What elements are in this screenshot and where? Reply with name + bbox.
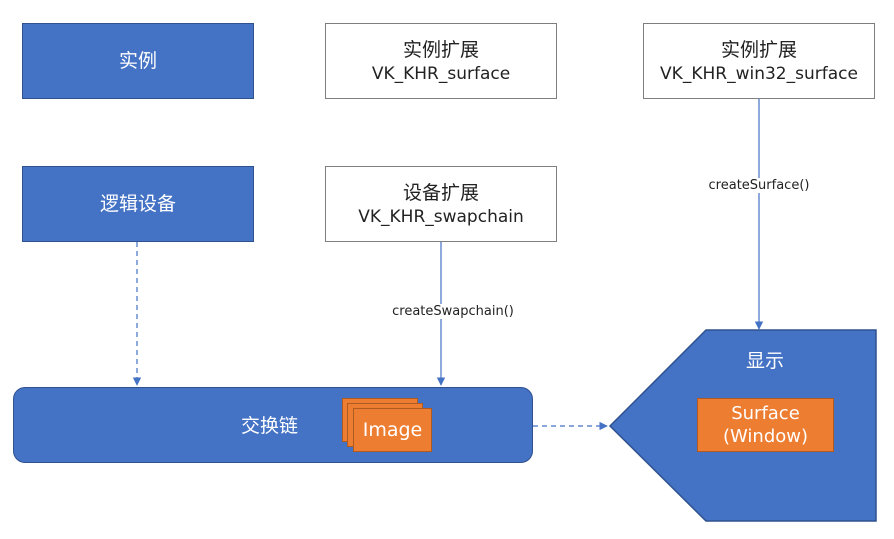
win32-extension-title: 实例扩展	[720, 38, 797, 61]
image-label: Image	[362, 418, 423, 441]
swapchain-label: 交换链	[241, 415, 299, 437]
logical-device-node: 逻辑设备	[22, 166, 254, 242]
image-front: Image	[353, 408, 432, 452]
swapchain-extension-name: VK_KHR_swapchain	[358, 206, 524, 227]
surface-window-node: Surface (Window)	[697, 398, 834, 452]
display-label: 显示	[746, 350, 785, 372]
logical-device-label: 逻辑设备	[99, 192, 176, 215]
surface-extension-node: 实例扩展 VK_KHR_surface	[325, 23, 557, 99]
instance-node: 实例	[22, 23, 254, 99]
swapchain-extension-node: 设备扩展 VK_KHR_swapchain	[325, 166, 557, 242]
swapchain-node: 交换链	[13, 387, 533, 463]
surface-extension-name: VK_KHR_surface	[371, 63, 511, 84]
create-swapchain-label: createSwapchain()	[392, 304, 514, 319]
instance-label: 实例	[118, 49, 157, 72]
create-surface-label: createSurface()	[708, 178, 810, 193]
surface-window-label: (Window)	[722, 426, 809, 447]
surface-label: Surface	[731, 403, 800, 424]
win32-extension-name: VK_KHR_win32_surface	[660, 63, 858, 84]
surface-extension-title: 实例扩展	[402, 38, 479, 61]
swapchain-extension-title: 设备扩展	[402, 181, 479, 204]
win32-surface-extension-node: 实例扩展 VK_KHR_win32_surface	[643, 23, 875, 99]
